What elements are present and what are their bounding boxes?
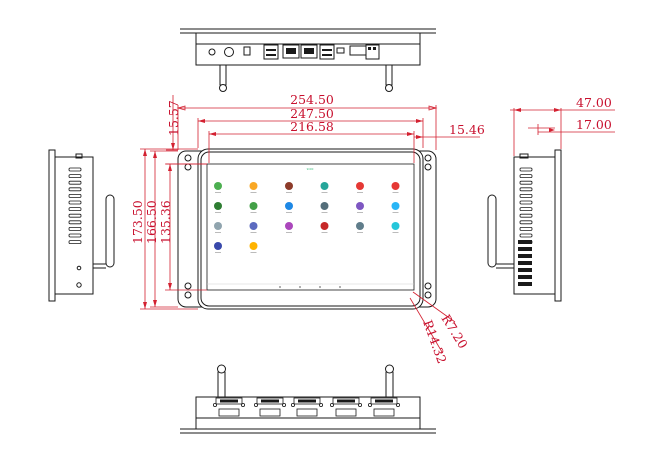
audio-port bbox=[336, 47, 345, 54]
right-side-ports bbox=[518, 240, 532, 286]
vent-slot bbox=[68, 207, 82, 212]
antenna-stub-bottom-right bbox=[385, 364, 394, 398]
com-port bbox=[367, 397, 400, 417]
app-icon-6[interactable] bbox=[391, 182, 400, 193]
vent-slot bbox=[519, 226, 533, 231]
usb-port-1 bbox=[243, 46, 251, 56]
side-port bbox=[518, 261, 532, 265]
app-icon-2[interactable] bbox=[249, 182, 258, 193]
app-icon-20[interactable] bbox=[249, 242, 258, 253]
lan-port-1 bbox=[282, 44, 300, 59]
left-vents bbox=[68, 167, 82, 245]
side-port bbox=[518, 247, 532, 251]
dimensions: 254.50 247.50 216.58 15.46 15.57 173.50 bbox=[130, 92, 615, 366]
vent-slot bbox=[68, 187, 82, 192]
antenna-right bbox=[487, 194, 497, 268]
app-icon-1[interactable] bbox=[214, 182, 222, 193]
app-icon-14[interactable] bbox=[249, 222, 258, 233]
side-port bbox=[518, 254, 532, 258]
com-port bbox=[290, 397, 323, 417]
vent-slot bbox=[519, 200, 533, 205]
vent-slot bbox=[68, 213, 82, 218]
right-side-view bbox=[487, 149, 562, 302]
vent-slot bbox=[68, 200, 82, 205]
dim-depth-bezel: 17.00 bbox=[576, 117, 612, 132]
dim-width-active: 216.58 bbox=[290, 119, 334, 134]
app-icon-7[interactable] bbox=[214, 202, 222, 213]
side-port bbox=[518, 282, 532, 286]
antenna-stub-left bbox=[219, 64, 227, 92]
app-icon-12[interactable] bbox=[391, 202, 400, 213]
antenna-base-left bbox=[76, 282, 82, 288]
vent-slot bbox=[68, 180, 82, 185]
app-icon-9[interactable] bbox=[285, 202, 293, 213]
app-icon-18[interactable] bbox=[391, 222, 400, 233]
vent-slot bbox=[68, 233, 82, 238]
com-port bbox=[253, 397, 286, 417]
terminal-block bbox=[365, 44, 380, 60]
dim-margin-left: 15.57 bbox=[166, 100, 181, 136]
front-view: 9:00 bbox=[177, 148, 437, 310]
left-side-view bbox=[48, 149, 115, 302]
app-icon-10[interactable] bbox=[320, 202, 329, 213]
vent-slot bbox=[519, 233, 533, 238]
app-icon-17[interactable] bbox=[356, 222, 364, 233]
usb-stack-1 bbox=[263, 44, 279, 60]
dim-width-overall: 254.50 bbox=[290, 92, 334, 107]
app-icon-19[interactable] bbox=[214, 242, 222, 253]
vent-slot bbox=[519, 187, 533, 192]
app-icon-4[interactable] bbox=[320, 182, 329, 193]
dc-port bbox=[208, 48, 216, 56]
vent-slot bbox=[519, 207, 533, 212]
vent-slot bbox=[519, 193, 533, 198]
dim-width-bezel: 247.50 bbox=[290, 106, 334, 121]
com-port bbox=[329, 397, 362, 417]
app-icon-grid bbox=[214, 182, 400, 253]
vent-slot bbox=[519, 220, 533, 225]
vent-slot bbox=[519, 174, 533, 179]
app-icon-8[interactable] bbox=[249, 202, 258, 213]
app-icon-13[interactable] bbox=[214, 222, 222, 233]
com-port bbox=[212, 397, 245, 417]
app-icon-16[interactable] bbox=[320, 222, 329, 233]
power-button bbox=[224, 47, 234, 57]
vent-slot bbox=[68, 240, 82, 245]
usb-stack-2 bbox=[319, 44, 335, 60]
vent-slot bbox=[68, 220, 82, 225]
dim-depth-total: 47.00 bbox=[576, 95, 612, 110]
side-port bbox=[518, 275, 532, 279]
screen-status-text: 9:00 bbox=[307, 167, 314, 171]
vent-slot bbox=[68, 193, 82, 198]
vent-slot bbox=[68, 174, 82, 179]
vent-slot bbox=[519, 167, 533, 172]
vent-slot bbox=[519, 180, 533, 185]
top-view bbox=[180, 28, 436, 92]
antenna-stub-bottom-left bbox=[217, 364, 226, 398]
app-icon-3[interactable] bbox=[285, 182, 293, 193]
vent-slot bbox=[68, 226, 82, 231]
vent-slot bbox=[68, 167, 82, 172]
dim-height-active: 135.36 bbox=[158, 200, 173, 244]
side-port bbox=[518, 268, 532, 272]
app-icon-15[interactable] bbox=[285, 222, 293, 233]
bottom-view bbox=[180, 364, 436, 434]
dim-height-bezel: 166.50 bbox=[144, 200, 159, 244]
antenna-stub-right bbox=[385, 64, 393, 92]
nav-bar bbox=[207, 283, 414, 288]
antenna-left bbox=[105, 194, 115, 268]
com-ports bbox=[212, 397, 400, 417]
right-vents bbox=[519, 167, 533, 245]
lan-port-2 bbox=[300, 44, 318, 59]
vent-slot bbox=[519, 213, 533, 218]
dim-margin-right: 15.46 bbox=[449, 122, 485, 137]
display-area bbox=[206, 163, 415, 291]
app-icon-5[interactable] bbox=[356, 182, 364, 193]
dim-height-overall: 173.50 bbox=[130, 200, 145, 244]
side-port bbox=[518, 240, 532, 244]
app-icon-11[interactable] bbox=[356, 202, 364, 213]
